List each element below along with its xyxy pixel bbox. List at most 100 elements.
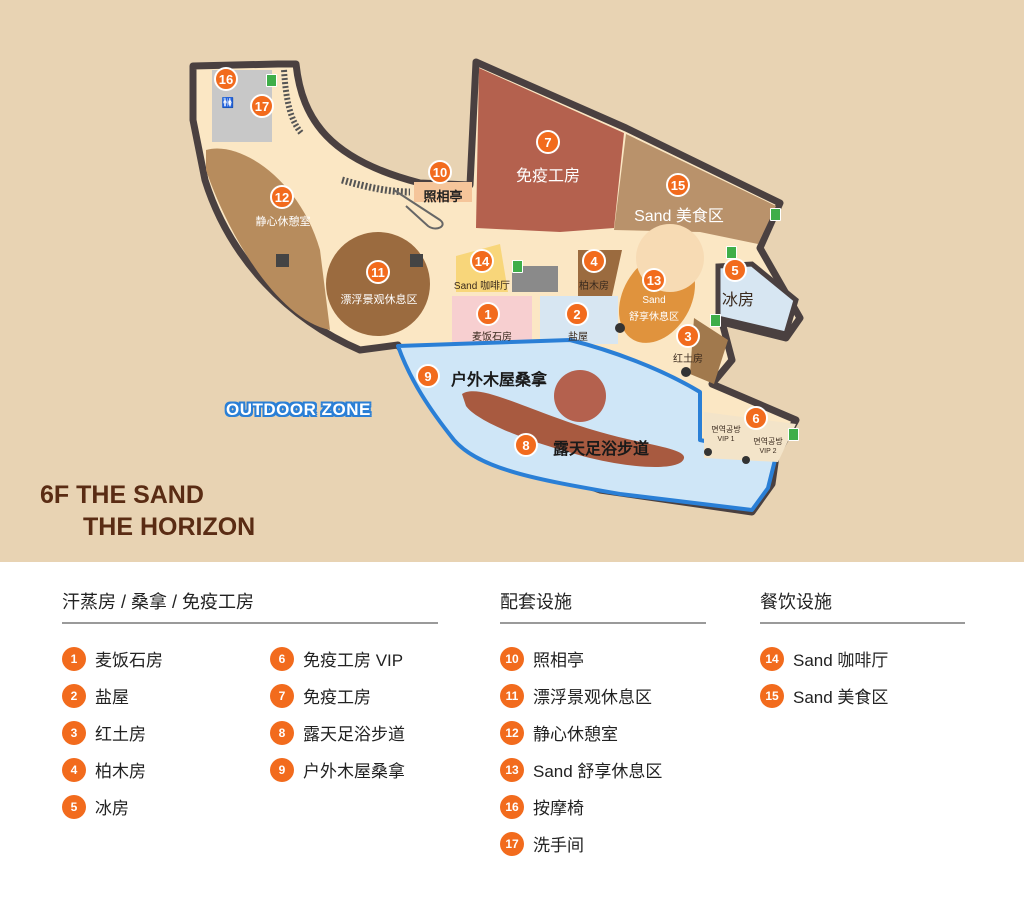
number-badge: 2 (62, 683, 86, 708)
number-badge: 6 (270, 646, 294, 671)
legend-label: Sand 美食区 (793, 688, 889, 707)
walkway-loop (393, 189, 444, 230)
pillar (276, 254, 289, 267)
marker-11[interactable]: 11 (366, 260, 390, 284)
marker-12[interactable]: 12 (270, 185, 294, 209)
number-badge: 5 (62, 794, 86, 819)
legend-label: 洗手间 (533, 836, 584, 855)
floor-title-line2: THE HORIZON (83, 513, 256, 541)
vip-2-label: 면역공방 (753, 437, 783, 446)
number-badge: 3 (62, 720, 86, 745)
legend-label: 麦饭石房 (95, 651, 163, 670)
vip-1-sub: VIP 1 (717, 436, 735, 443)
number-badge: 15 (760, 683, 784, 708)
marker-16[interactable]: 16 (214, 67, 238, 91)
marker-14[interactable]: 14 (470, 249, 494, 273)
marker-6[interactable]: 6 (744, 406, 768, 430)
legend-label: Sand 舒享休息区 (533, 762, 663, 781)
pillar (681, 367, 691, 377)
label-7: 免疫工房 (515, 168, 581, 185)
label-10: 照相亭 (423, 189, 463, 204)
floor-map: 16 17 🚻 10 照相亭 7 免疫工房 15 Sand 美食区 12 静心休… (0, 0, 1024, 562)
legend-item[interactable]: 7 免疫工房 (270, 677, 405, 714)
vip-2-sub: VIP 2 (759, 448, 777, 455)
legend-item[interactable]: 14 Sand 咖啡厅 (760, 640, 965, 677)
number-badge: 14 (760, 646, 784, 671)
number-badge: 16 (500, 794, 524, 819)
legend-item[interactable]: 4 柏木房 (62, 751, 270, 788)
exit-icon (710, 314, 721, 327)
label-15: Sand 美食区 (634, 208, 724, 225)
label-13-line2: 舒享休息区 (629, 312, 679, 323)
label-13-line1: Sand (642, 295, 666, 306)
zone-11 (326, 232, 430, 336)
legend-label: 免疫工房 (303, 688, 371, 707)
floor-title-line1: 6F THE SAND (40, 481, 204, 509)
marker-9[interactable]: 9 (416, 364, 440, 388)
marker-2[interactable]: 2 (565, 302, 589, 326)
number-badge: 17 (500, 831, 524, 856)
number-badge: 4 (62, 757, 86, 782)
legend-label: 静心休憩室 (533, 725, 618, 744)
number-badge: 8 (270, 720, 294, 745)
marker-3[interactable]: 3 (676, 324, 700, 348)
exit-icon (770, 208, 781, 221)
number-badge: 1 (62, 646, 86, 671)
zone-12 (206, 148, 330, 330)
marker-8[interactable]: 8 (514, 433, 538, 457)
marker-7[interactable]: 7 (536, 130, 560, 154)
legend-label: 户外木屋桑拿 (303, 762, 405, 781)
divider (62, 622, 438, 624)
legend-heading-dining: 餐饮设施 (760, 592, 832, 612)
marker-13[interactable]: 13 (642, 268, 666, 292)
legend-item[interactable]: 13 Sand 舒享休息区 (500, 751, 706, 788)
marker-17[interactable]: 17 (250, 94, 274, 118)
pillar (704, 448, 712, 456)
legend-label: 柏木房 (95, 762, 146, 781)
legend-item[interactable]: 1 麦饭石房 (62, 640, 270, 677)
outdoor-zone (396, 338, 778, 512)
number-badge: 7 (270, 683, 294, 708)
number-badge: 13 (500, 757, 524, 782)
label-11: 漂浮景观休息区 (340, 294, 418, 306)
legend-label: 红土房 (95, 725, 146, 744)
legend-dining: 餐饮设施 14 Sand 咖啡厅 15 Sand 美食区 (760, 590, 965, 714)
legend-heading-facilities: 配套设施 (500, 592, 572, 612)
legend-heading-sauna: 汗蒸房 / 桑拿 / 免疫工房 (62, 592, 255, 612)
marker-10[interactable]: 10 (428, 160, 452, 184)
marker-4[interactable]: 4 (582, 249, 606, 273)
exit-icon (726, 246, 737, 259)
zone-10 (414, 182, 472, 202)
label-1: 麦饭石房 (472, 332, 512, 343)
legend-label: Sand 咖啡厅 (793, 651, 889, 670)
divider (760, 622, 965, 624)
marker-15[interactable]: 15 (666, 173, 690, 197)
foot-bath-walkway (462, 391, 685, 467)
legend-item[interactable]: 17 洗手间 (500, 825, 706, 862)
exit-icon (512, 260, 523, 273)
pillar (742, 456, 750, 464)
label-3: 红土房 (673, 354, 703, 365)
marker-1[interactable]: 1 (476, 302, 500, 326)
legend-list-dining: 14 Sand 咖啡厅 15 Sand 美食区 (760, 640, 965, 714)
marker-5[interactable]: 5 (723, 258, 747, 282)
number-badge: 10 (500, 646, 524, 671)
legend-item[interactable]: 15 Sand 美食区 (760, 677, 965, 714)
pillar (410, 254, 423, 267)
floor-plan-drawing (189, 58, 804, 516)
legend-item[interactable]: 3 红土房 (62, 714, 270, 751)
pillar (615, 323, 625, 333)
exit-icon (788, 428, 799, 441)
label-5: 冰房 (721, 292, 755, 309)
